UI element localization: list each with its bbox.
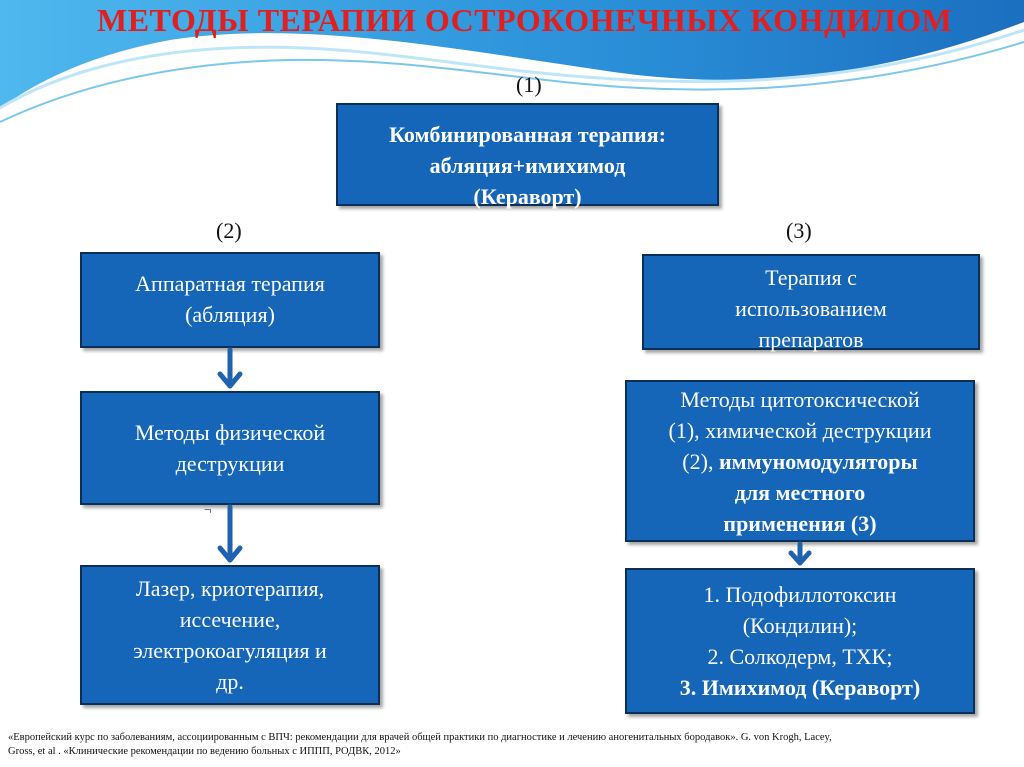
- cytotoxic-line1: Методы цитотоксической: [680, 386, 920, 412]
- hardware-therapy-line2: (абляция): [185, 302, 275, 327]
- header-wave-decoration: [0, 0, 1024, 123]
- hardware-therapy-box: Аппаратная терапия (абляция): [80, 252, 380, 348]
- combined-therapy-box: Комбинированная терапия: абляция+имихимо…: [336, 103, 719, 209]
- footnote-line2: Gross, et al . «Клинические рекомендации…: [8, 746, 401, 757]
- cytotoxic-line4: для местного: [734, 479, 866, 505]
- stray-mark: ¬: [204, 502, 212, 517]
- footnote: «Европейский курс по заболеваниям, ассоц…: [8, 731, 1008, 759]
- physical-destruction-line1: Методы физической: [134, 420, 326, 445]
- cytotoxic-line2: (1), химической деструкции: [668, 417, 932, 443]
- combined-therapy-line3: (Кераворт): [473, 184, 582, 209]
- cytotoxic-methods-box: Методы цитотоксической (1), химической д…: [625, 380, 975, 542]
- label-2: (2): [216, 218, 242, 243]
- arrow-physical-to-laser-icon: [217, 504, 243, 563]
- laser-methods-line4: др.: [216, 669, 244, 694]
- arrow-hardware-to-physical-icon: [217, 347, 243, 389]
- cytotoxic-line3-bold: иммуномодуляторы: [718, 448, 918, 474]
- drug-therapy-line2: использованием: [735, 296, 887, 321]
- drug-therapy-line3: препаратов: [758, 327, 864, 352]
- footnote-line1: «Европейский курс по заболеваниям, ассоц…: [8, 732, 832, 743]
- laser-methods-line1: Лазер, криотерапия,: [135, 576, 325, 601]
- drug-list-line2: (Кондилин);: [742, 613, 858, 638]
- page-title: МЕТОДЫ ТЕРАПИИ ОСТРОКОНЕЧНЫХ КОНДИЛОМ: [97, 2, 953, 38]
- drug-therapy-line1: Терапия с: [765, 265, 857, 290]
- drug-list-line4: 3. Имихимод (Кераворт): [679, 675, 921, 700]
- cytotoxic-line3-prefix: (2),: [682, 448, 719, 474]
- arrow-cytotoxic-to-druglist-icon: [788, 541, 812, 566]
- laser-methods-line2: иссечение,: [179, 607, 281, 632]
- drug-list-box: 1. Подофиллотоксин (Кондилин); 2. Солкод…: [625, 568, 975, 714]
- label-3: (3): [786, 218, 812, 243]
- drug-list-line3: 2. Солкодерм, ТХК;: [707, 644, 893, 669]
- combined-therapy-line2: абляция+имихимод: [429, 153, 626, 178]
- drug-list-line1: 1. Подофиллотоксин: [703, 582, 897, 607]
- physical-destruction-box: Методы физической деструкции: [80, 391, 380, 505]
- laser-methods-box: Лазер, криотерапия, иссечение, электроко…: [80, 565, 380, 705]
- physical-destruction-line2: деструкции: [175, 451, 285, 476]
- cytotoxic-line5: применения (3): [723, 510, 877, 536]
- combined-therapy-line1: Комбинированная терапия:: [389, 122, 666, 147]
- drug-therapy-box: Терапия с использованием препаратов: [642, 254, 980, 352]
- laser-methods-line3: электрокоагуляция и: [133, 638, 327, 663]
- label-1: (1): [516, 72, 542, 97]
- hardware-therapy-line1: Аппаратная терапия: [135, 271, 325, 296]
